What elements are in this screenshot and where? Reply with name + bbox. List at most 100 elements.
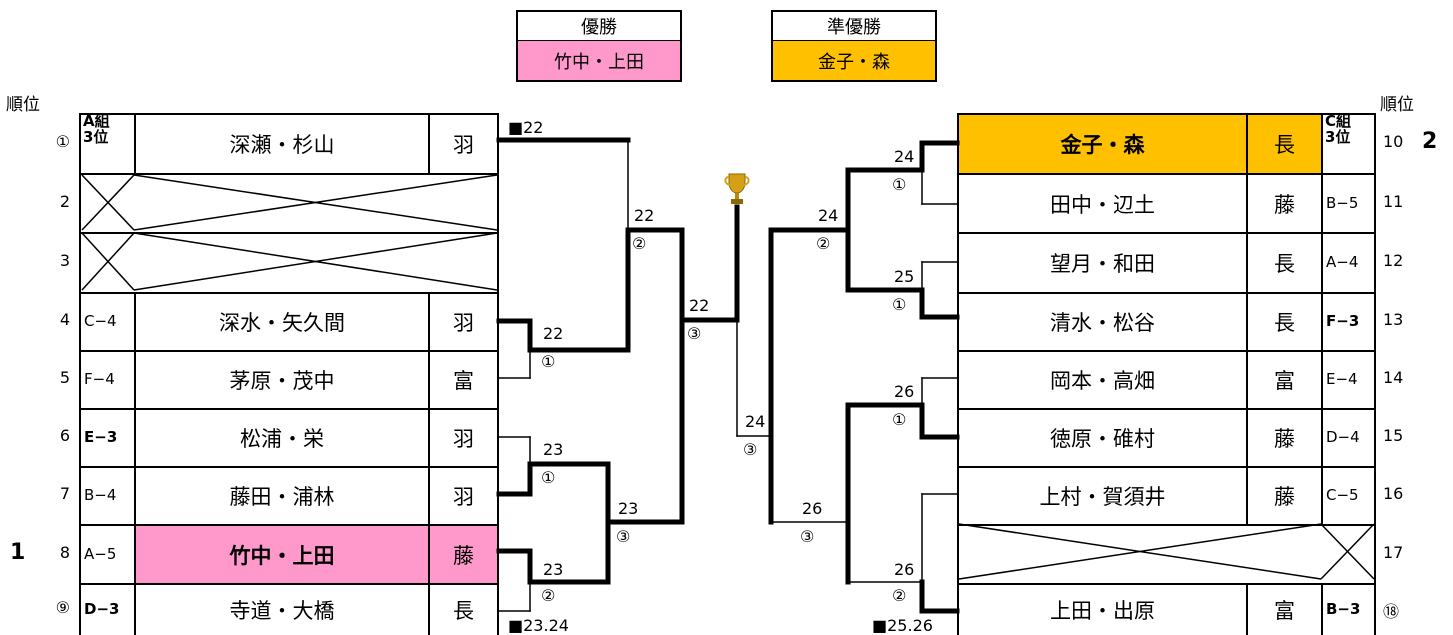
row-divider bbox=[957, 173, 1376, 175]
champion-label-box: 優勝 bbox=[516, 10, 682, 41]
col-divider bbox=[1246, 232, 1248, 292]
col-divider bbox=[1321, 232, 1323, 292]
group-name: A組 bbox=[83, 112, 110, 130]
runner-up-name-box: 金子・森 bbox=[771, 40, 937, 82]
qualifier-code: C−5 bbox=[1326, 486, 1359, 504]
seed-number: 13 bbox=[1383, 310, 1404, 329]
col-divider bbox=[1246, 173, 1248, 232]
row-divider bbox=[957, 524, 1376, 526]
row-divider bbox=[79, 583, 499, 585]
final-rank: 2 bbox=[1422, 129, 1438, 154]
qualifier-code: E−4 bbox=[1326, 370, 1358, 388]
seed-number: 12 bbox=[1383, 251, 1404, 270]
runner-up-label-box: 準優勝 bbox=[771, 10, 937, 41]
seed-number: 2 bbox=[59, 191, 70, 211]
player-pair-name: 寺道・大橋 bbox=[229, 599, 335, 623]
seed-number: 16 bbox=[1383, 484, 1404, 503]
row-divider bbox=[957, 583, 1376, 585]
match-court: ③ bbox=[616, 527, 631, 546]
match-date: 26 bbox=[802, 499, 823, 518]
seed-number: 14 bbox=[1383, 368, 1404, 387]
match-date: 26 bbox=[894, 560, 915, 579]
match-date: 23 bbox=[543, 440, 564, 459]
row-divider bbox=[79, 350, 499, 352]
match-date: 24 bbox=[818, 206, 839, 225]
col-divider bbox=[1321, 350, 1323, 408]
seed-number: 4 bbox=[59, 310, 70, 329]
match-court: ② bbox=[541, 586, 556, 605]
col-divider bbox=[134, 292, 136, 350]
school-label: 羽 bbox=[453, 427, 474, 451]
school-label: 長 bbox=[453, 599, 474, 623]
row-divider bbox=[79, 173, 499, 175]
col-divider bbox=[1321, 113, 1323, 173]
col-divider bbox=[428, 466, 430, 524]
col-divider bbox=[1321, 173, 1323, 232]
player-pair-name: 徳原・碓村 bbox=[1050, 427, 1155, 451]
player-pair-name: 上田・出原 bbox=[1050, 599, 1155, 623]
trophy-icon bbox=[724, 173, 750, 204]
champion-name-box: 竹中・上田 bbox=[516, 40, 682, 82]
row-divider bbox=[957, 408, 1376, 410]
col-divider bbox=[428, 524, 430, 583]
match-court: ① bbox=[541, 352, 556, 371]
left-entry-table bbox=[79, 113, 499, 635]
player-pair-name: 松浦・栄 bbox=[240, 427, 324, 451]
final-rank: 1 bbox=[10, 539, 26, 565]
match-date: 26 bbox=[894, 382, 915, 401]
school-label: 長 bbox=[1248, 115, 1321, 173]
col-divider bbox=[1246, 466, 1248, 524]
match-date: 22 bbox=[634, 206, 655, 225]
champion-label: 優勝 bbox=[581, 17, 617, 38]
seed-number: 7 bbox=[59, 484, 70, 503]
player-pair-name: 田中・辺土 bbox=[1050, 192, 1155, 217]
rank-label-left: 順位 bbox=[6, 95, 40, 115]
school-label: 藤 bbox=[1274, 192, 1295, 217]
row-divider bbox=[79, 524, 499, 526]
match-date: 22 bbox=[543, 324, 564, 343]
player-pair-name: 深瀬・杉山 bbox=[229, 133, 335, 157]
row-divider bbox=[957, 292, 1376, 294]
school-label: 長 bbox=[1274, 311, 1295, 335]
qualifier-code: B−3 bbox=[1326, 600, 1361, 618]
seed-number: 15 bbox=[1383, 426, 1404, 445]
match-date: ■22 bbox=[508, 118, 544, 137]
qualifier-code: B−4 bbox=[84, 486, 117, 504]
right-entry-table bbox=[957, 113, 1376, 635]
qualifier-code: D−3 bbox=[84, 600, 120, 618]
seed-number: 8 bbox=[59, 542, 70, 562]
qualifier-code: B−5 bbox=[1326, 193, 1359, 212]
group-rank: 3位 bbox=[1325, 128, 1351, 146]
seed-number: 17 bbox=[1383, 542, 1404, 562]
seed-number: 10 bbox=[1383, 132, 1404, 151]
group-name: C組 bbox=[1325, 112, 1352, 130]
match-date: 25 bbox=[894, 267, 915, 286]
school-label: 藤 bbox=[1274, 485, 1295, 509]
qualifier-code: D−4 bbox=[1326, 428, 1360, 446]
match-court: ③ bbox=[800, 527, 815, 546]
seed-number: 3 bbox=[59, 251, 70, 270]
school-label: 富 bbox=[453, 369, 474, 393]
school-label: 藤 bbox=[430, 526, 497, 583]
runner-up-label: 準優勝 bbox=[827, 17, 881, 38]
col-divider bbox=[1246, 292, 1248, 350]
col-divider bbox=[134, 524, 136, 583]
player-pair-name: 深水・矢久間 bbox=[219, 311, 345, 335]
row-divider bbox=[957, 466, 1376, 468]
col-divider bbox=[428, 113, 430, 173]
col-divider bbox=[1321, 466, 1323, 524]
match-court: ② bbox=[892, 586, 907, 605]
school-label: 富 bbox=[1274, 369, 1295, 393]
match-date: 22 bbox=[689, 296, 710, 315]
runner-up-name: 金子・森 bbox=[818, 51, 890, 73]
seed-number: ⑱ bbox=[1383, 602, 1400, 621]
player-pair-name: 岡本・高畑 bbox=[1050, 369, 1155, 393]
seed-number: ⑨ bbox=[55, 598, 70, 617]
seed-number: ① bbox=[55, 132, 70, 151]
col-divider bbox=[1246, 583, 1248, 635]
col-divider bbox=[134, 350, 136, 408]
col-divider bbox=[1321, 292, 1323, 350]
row-divider bbox=[79, 232, 499, 234]
match-court: ② bbox=[632, 234, 647, 253]
